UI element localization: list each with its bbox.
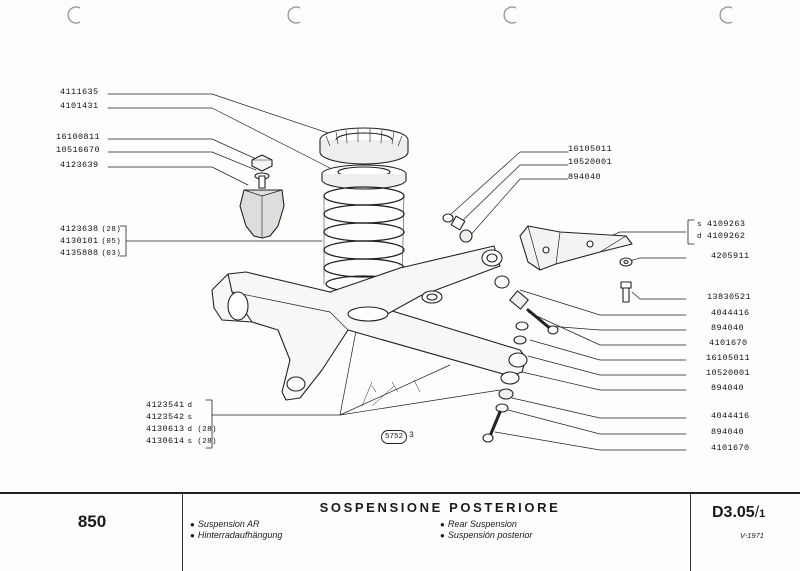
coil-spring	[323, 186, 405, 293]
part-qualifier: (03)	[101, 250, 122, 258]
part-number-label: 4123638(28)	[60, 224, 122, 234]
upper-pivot-bush	[442, 213, 473, 243]
part-number-label: 894040	[711, 323, 745, 333]
part-number-label: 4111635	[60, 87, 99, 97]
description-en: ●Rear Suspension	[440, 519, 517, 529]
binder-hole-icon	[287, 6, 301, 24]
section-title: SOSPENSIONE POSTERIORE	[319, 500, 561, 515]
part-number-label: 10520001	[706, 368, 751, 378]
part-number-label: 4101670	[709, 338, 748, 348]
page-code: D3.05/1	[712, 504, 766, 521]
side-marker: d	[697, 233, 702, 241]
bump-stop-parts	[239, 154, 285, 239]
binder-hole-icon	[503, 6, 517, 24]
description-fr: ●Suspension AR	[190, 519, 260, 529]
footer-divider	[690, 494, 691, 571]
part-qualifier: s (28)	[187, 438, 217, 446]
part-number-label: 894040	[568, 172, 602, 182]
binder-hole-icon	[719, 6, 733, 24]
part-number-label: 4044416	[711, 411, 750, 421]
figure-reference-badge: 5752	[381, 430, 407, 444]
part-qualifier: d (28)	[187, 426, 217, 434]
part-qualifier: s	[187, 414, 193, 422]
part-number-label: 4044416	[711, 308, 750, 318]
description-de: ●Hinterradaufhängung	[190, 530, 283, 540]
mounting-bracket	[519, 225, 633, 303]
part-number-label: 16105011	[568, 144, 613, 154]
part-number-label: 10516670	[56, 145, 101, 155]
bracket-right-top	[687, 219, 695, 245]
edition-date: V-1971	[740, 531, 764, 540]
binder-hole-icon	[67, 6, 81, 24]
part-qualifier: d	[187, 402, 193, 410]
part-qualifier: (05)	[101, 238, 122, 246]
part-number-label: 4135888(03)	[60, 248, 122, 258]
bracket-left-lower	[205, 399, 213, 449]
leader-lines-left	[107, 93, 501, 416]
spring-seat-cup	[319, 127, 409, 190]
part-number-label: 4205911	[711, 251, 750, 261]
part-number-label: 894040	[711, 427, 745, 437]
leader-lines-right	[449, 151, 687, 451]
model-number: 850	[77, 512, 107, 531]
part-number-label: 4101670	[711, 443, 750, 453]
description-es: ●Suspensión posterior	[440, 530, 533, 540]
part-number-label: 10520001	[568, 157, 613, 167]
trailing-arm	[211, 245, 528, 401]
part-number-label: 4101431	[60, 101, 99, 111]
lower-pivot-parts	[482, 275, 559, 443]
part-number-label: 16100811	[56, 132, 101, 142]
catalog-footer: 850 SOSPENSIONE POSTERIORE ●Suspension A…	[0, 492, 800, 571]
part-number-label: 4123639	[60, 160, 99, 170]
part-number-label: 4130101(05)	[60, 236, 122, 246]
part-number-label: 894040	[711, 383, 745, 393]
part-qualifier: (28)	[101, 226, 122, 234]
part-number-label: 16105011	[706, 353, 751, 363]
figure-reference-suffix: 3	[409, 431, 414, 440]
side-marker: s	[697, 221, 702, 229]
footer-divider	[182, 494, 183, 571]
bracket-left-upper	[119, 225, 127, 257]
part-number-label: 13830521	[707, 292, 752, 302]
rear-suspension-exploded-diagram	[107, 93, 695, 451]
